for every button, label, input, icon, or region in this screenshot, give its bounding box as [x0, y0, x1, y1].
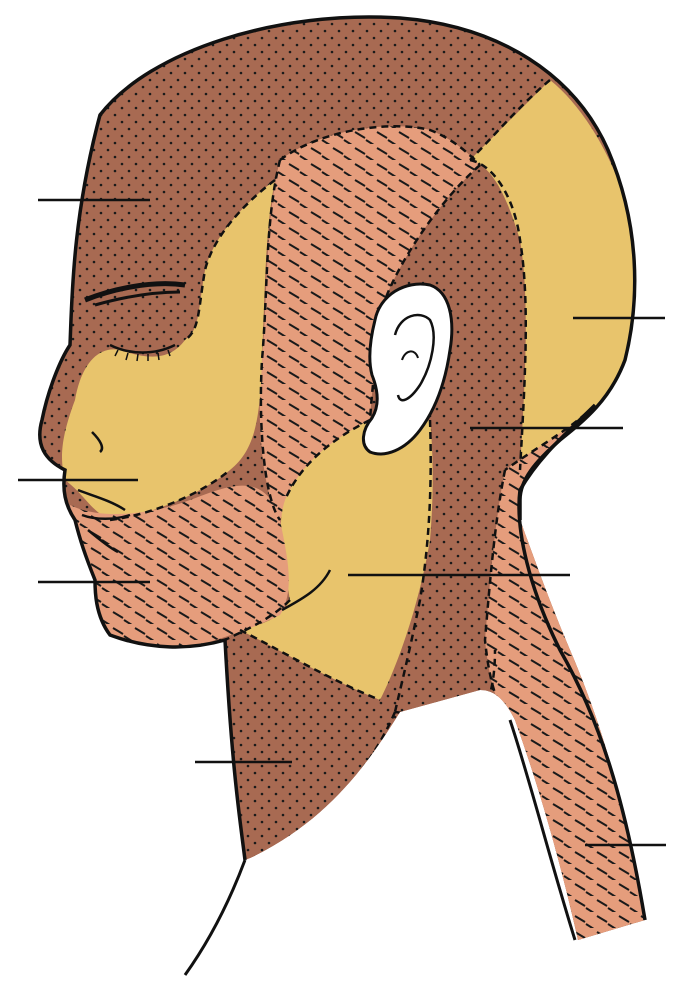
- leader-lines: [18, 198, 666, 847]
- neck-front-outline: [183, 859, 247, 976]
- face-details: [77, 431, 332, 612]
- region-jaw-angle: [240, 420, 433, 700]
- region-cheek-front: [62, 180, 276, 520]
- neck-strip-front-edge: [508, 719, 577, 941]
- region-temple-band: [259, 126, 480, 520]
- region-posterior-neck-strip: [485, 405, 646, 940]
- closed-eye: [84, 281, 186, 362]
- head-outline: [38, 15, 637, 861]
- neck-back-outline: [517, 403, 647, 921]
- region-occipital: [470, 80, 642, 470]
- region-chin-mandible: [70, 485, 289, 647]
- region-anterior-neck: [225, 640, 395, 860]
- ear: [362, 282, 454, 456]
